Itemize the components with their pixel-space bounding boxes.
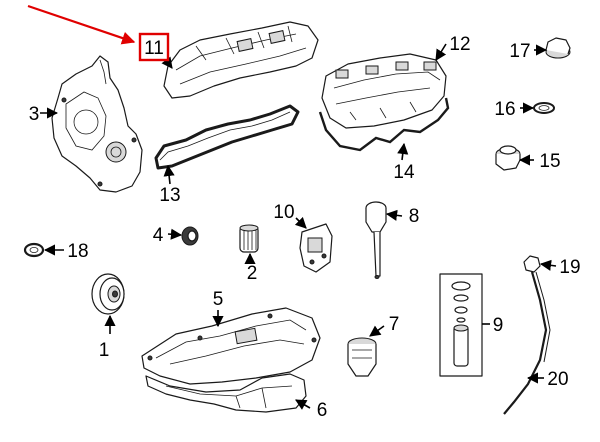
callout-label[interactable]: 12 [449,34,470,55]
highlight-box [138,32,170,62]
callout-label[interactable]: 18 [67,241,88,262]
separator-tube-part [365,201,387,279]
highlight-arrow [27,4,136,45]
module-part [299,223,333,273]
callout-label[interactable]: 16 [494,99,515,120]
valve-cover-left-part [163,21,319,99]
callout-label[interactable]: 15 [539,151,560,172]
valve-cover-right-part [321,53,447,129]
callout-label[interactable]: 2 [247,263,258,284]
timing-cover-part [51,55,143,193]
oil-pan-upper-part [141,307,321,385]
callout-label[interactable]: 4 [153,225,164,246]
valve-cover-gasket-left-part [154,104,300,170]
pulley-part [91,273,125,315]
oil-filler-cap-part [545,37,571,59]
dipstick-tube-part [503,271,551,415]
filler-neck-part [495,145,521,171]
oil-filter-housing-part [347,337,377,377]
filter-element-part [239,224,259,253]
kit-box-part [439,273,483,377]
callout-label[interactable]: 7 [389,314,400,335]
callout-label[interactable]: 8 [409,206,420,227]
callout-label[interactable]: 3 [29,104,40,125]
callout-label[interactable]: 19 [559,257,580,278]
callout-label[interactable]: 14 [393,162,415,183]
callout-label[interactable]: 13 [159,185,180,206]
seal-ring-part [533,102,555,114]
callout-label[interactable]: 20 [547,369,568,390]
gasket-ring-part [23,242,45,258]
callout-label[interactable]: 17 [509,41,530,62]
dipstick-part [523,255,541,273]
valve-cover-gasket-right-part [318,97,450,152]
callout-labels: 1 2 3 4 5 6 7 8 9 10 11 12 13 14 15 16 1… [29,34,581,421]
callout-label[interactable]: 1 [99,340,110,361]
seal-part [181,226,199,246]
callout-label[interactable]: 6 [317,400,328,421]
callout-label[interactable]: 9 [493,315,504,336]
callout-label[interactable]: 10 [273,202,294,223]
callout-label[interactable]: 11 [144,38,164,59]
callout-label[interactable]: 5 [213,289,224,310]
leader-lines [40,43,557,410]
